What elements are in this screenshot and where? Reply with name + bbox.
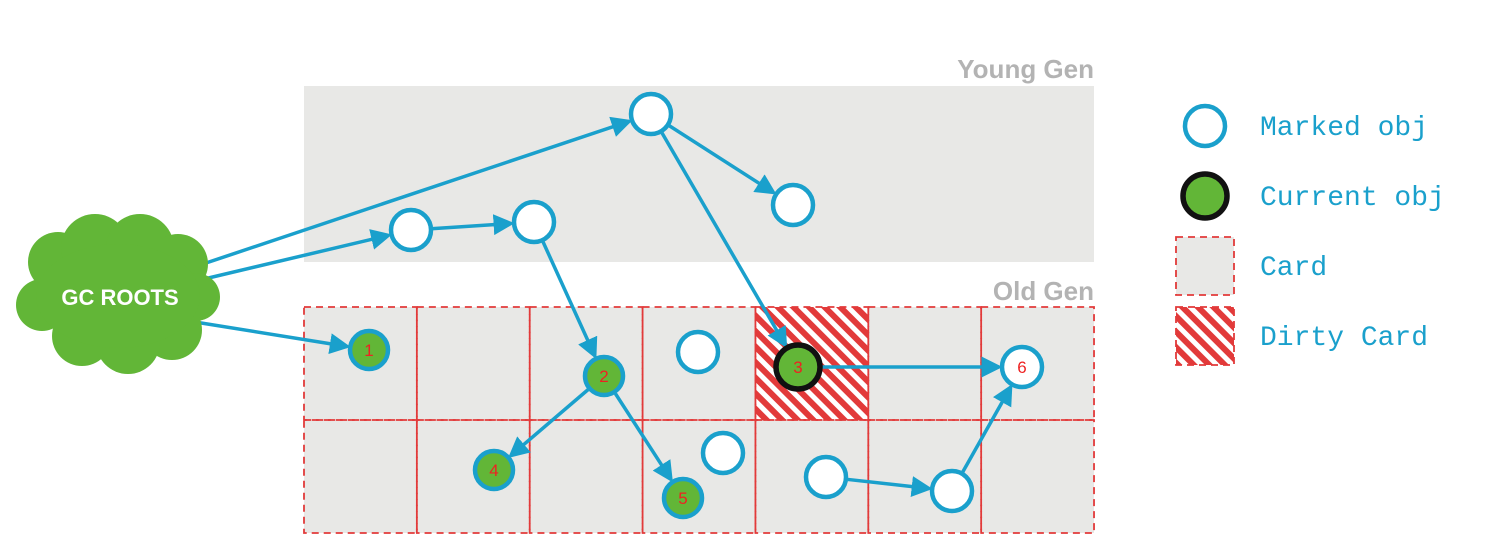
marked-object-circle — [388, 207, 434, 253]
young-gen-label: Young Gen — [957, 54, 1094, 84]
object-number: 2 — [599, 367, 608, 386]
legend-item-card: Card — [1175, 236, 1327, 296]
heap-object-y3 — [511, 199, 557, 245]
card-cell — [641, 306, 757, 421]
legend-item-dirty: Dirty Card — [1175, 306, 1428, 366]
legend-marked-swatch — [1182, 103, 1228, 149]
marked-object-circle — [803, 454, 849, 500]
object-number: 6 — [1017, 358, 1026, 377]
marked-object-circle — [675, 329, 721, 375]
card-cell — [528, 419, 644, 534]
reference-arrow — [668, 124, 777, 195]
reference-arrow — [199, 229, 393, 282]
current-object-circle — [773, 342, 823, 392]
card-cell — [867, 306, 983, 421]
card-cell — [980, 419, 1095, 534]
marked-object-circle — [511, 199, 557, 245]
heap-object-o1: 1 — [347, 328, 391, 372]
object-number: 3 — [793, 358, 802, 377]
reference-edges — [194, 116, 1013, 497]
card-cell — [303, 306, 418, 421]
marked-object-circle — [628, 91, 674, 137]
object-number: 1 — [364, 341, 373, 360]
card-cell — [415, 306, 531, 421]
legend-current-swatch — [1180, 171, 1230, 221]
heap-object-od — [929, 468, 975, 514]
heap-object-ob — [700, 430, 746, 476]
legend-dirty-card-swatch — [1175, 306, 1235, 366]
scanned-object-circle — [347, 328, 391, 372]
card-cell — [980, 306, 1095, 421]
young-gen-region — [304, 86, 1094, 262]
heap-object-o5: 5 — [661, 476, 705, 520]
object-number: 4 — [489, 461, 498, 480]
marked-object-circle — [999, 344, 1045, 390]
object-number: 5 — [678, 489, 687, 508]
heap-object-o4: 4 — [472, 448, 516, 492]
marked-object-circle — [770, 182, 816, 228]
heap-object-o3: 3 — [773, 342, 823, 392]
card-cell — [303, 419, 418, 534]
card-cell — [528, 306, 644, 421]
heap-object-y2 — [388, 207, 434, 253]
gc-roots-label: GC ROOTS — [61, 285, 178, 310]
reference-arrow — [613, 392, 673, 483]
marked-object-circle — [700, 430, 746, 476]
reference-arrow — [508, 388, 590, 458]
reference-arrow — [432, 214, 515, 236]
card-cell — [754, 306, 870, 421]
heap-object-y1 — [628, 91, 674, 137]
card-cell — [867, 419, 983, 534]
legend-card-swatch — [1175, 236, 1235, 296]
heap-object-y4 — [770, 182, 816, 228]
legend-label: Card — [1260, 253, 1327, 284]
old-gen-label: Old Gen — [993, 276, 1094, 306]
reference-arrow — [847, 476, 933, 497]
legend-item-marked: Marked obj — [1182, 103, 1428, 149]
scanned-object-circle — [472, 448, 516, 492]
reference-arrow — [961, 383, 1013, 473]
legend-label: Current obj — [1260, 183, 1445, 214]
reference-arrow — [541, 241, 598, 360]
heap-object-o2: 2 — [582, 354, 626, 398]
gc-roots-cloud: GC ROOTS — [16, 214, 220, 374]
scanned-object-circle — [661, 476, 705, 520]
legend-label: Marked obj — [1260, 113, 1428, 144]
heap-objects: 1 2 3 4 5 6 — [347, 91, 1045, 520]
reference-arrow — [194, 320, 351, 355]
card-cell — [415, 419, 531, 534]
card-cell — [641, 419, 757, 534]
reference-arrow — [660, 132, 788, 349]
reference-arrow — [199, 116, 633, 267]
legend-label: Dirty Card — [1260, 323, 1428, 354]
legend-item-current: Current obj — [1180, 171, 1445, 221]
heap-object-oc — [803, 454, 849, 500]
scanned-object-circle — [582, 354, 626, 398]
heap-object-o6: 6 — [999, 344, 1045, 390]
marked-object-circle — [929, 468, 975, 514]
card-cell — [754, 419, 870, 534]
heap-object-oa — [675, 329, 721, 375]
